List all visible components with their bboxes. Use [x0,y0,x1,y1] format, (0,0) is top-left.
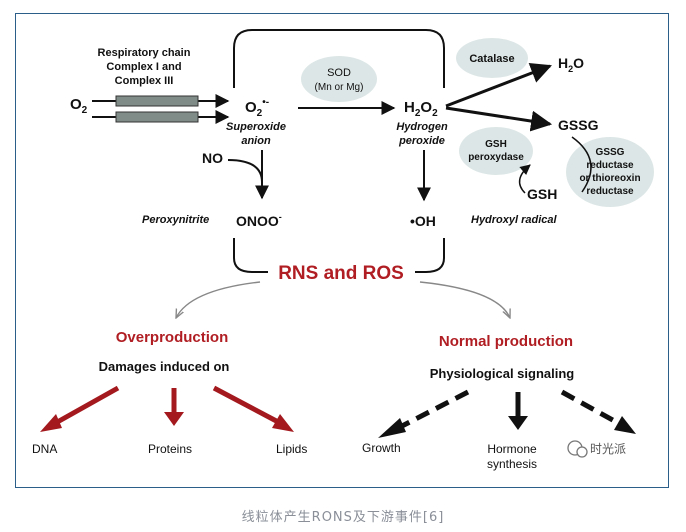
growth-arrow-shaft [400,389,470,429]
sod-bubble [301,56,377,102]
proteins-arrow-head [164,412,184,426]
gsh-peroxydase-label-1: GSH [485,139,507,150]
h2o-label: H2O [558,55,584,74]
branch-left-arrow [176,281,261,318]
no-arrow [227,159,269,200]
dna-label: DNA [32,442,57,456]
peroxynitrite-label: Peroxynitrite [142,214,209,226]
gssg-reductase-label-1: GSSG [596,147,625,158]
third-arrow-shaft [560,389,622,427]
gssg-label: GSSG [558,117,599,133]
gsh-label: GSH [527,186,557,202]
diagram-canvas: Respiratory chain Complex I and Complex … [32,29,654,471]
dna-arrow-shaft [50,385,120,428]
no-label: NO [202,150,223,166]
complex-label-2: Complex I and [106,61,181,73]
normal-title: Normal production [439,333,573,350]
watermark-text: 时光派 [590,442,626,456]
damages-label: Damages induced on [99,359,230,374]
hormone-arrow-head [508,416,528,430]
lipids-label: Lipids [276,442,307,456]
sod-label: SOD [327,67,351,79]
lipids-arrow-head [272,414,294,432]
overproduction-title: Overproduction [116,329,229,346]
superoxide-name-1: Superoxide [226,121,286,133]
dna-arrow-head [40,414,62,432]
hormone-label-2: synthesis [487,457,537,471]
gssg-recycle-path [571,136,592,193]
h2o2-name-1: Hydrogen [396,121,448,133]
onoo-label: ONOO- [236,212,282,229]
third-arrow-head [614,416,636,434]
oh-label: •OH [410,213,436,229]
signaling-label: Physiological signaling [430,366,575,381]
h2o2-name-2: peroxide [398,135,445,147]
gsh-peroxydase-bubble [459,127,533,175]
growth-label: Growth [362,441,401,455]
proteins-label: Proteins [148,442,192,456]
hormone-label-1: Hormone [487,442,537,456]
branch-right-arrow [419,281,510,318]
superoxide-formula: O2•- [245,97,269,119]
catalase-label: Catalase [469,53,514,65]
watermark: 时光派 [567,440,626,458]
gsh-peroxydase-arrow [445,106,553,132]
gssg-reductase-label-3: or thioreoxin [579,173,640,184]
complex-bar-1 [115,95,199,107]
superoxide-name-2: anion [241,135,271,147]
catalase-bubble [456,38,528,78]
complex-label-3: Complex III [115,75,174,87]
o2-label: O2 [70,96,88,116]
h2o2-formula: H2O2 [404,99,438,119]
growth-arrow-head [378,418,406,438]
hydroxyl-label: Hydroxyl radical [471,214,558,226]
mito-bracket-top [233,29,445,88]
mito-bracket-bottom [233,238,445,273]
complex-label-1: Respiratory chain [98,47,191,59]
catalase-arrow [445,62,552,108]
gsh-peroxydase-label-2: peroxydase [468,152,524,163]
gssg-reductase-label-4: reductase [586,186,634,197]
gssg-reductase-label-2: reductase [586,160,634,171]
figure-caption: 线粒体产生RONS及下游事件[6] [241,510,445,525]
complex-bar-2 [115,111,199,123]
sod-cofactor: (Mn or Mg) [315,82,364,93]
lipids-arrow-shaft [212,385,284,427]
rns-ros-title: RNS and ROS [278,263,404,284]
gsh-recycle-arrow [518,164,531,194]
